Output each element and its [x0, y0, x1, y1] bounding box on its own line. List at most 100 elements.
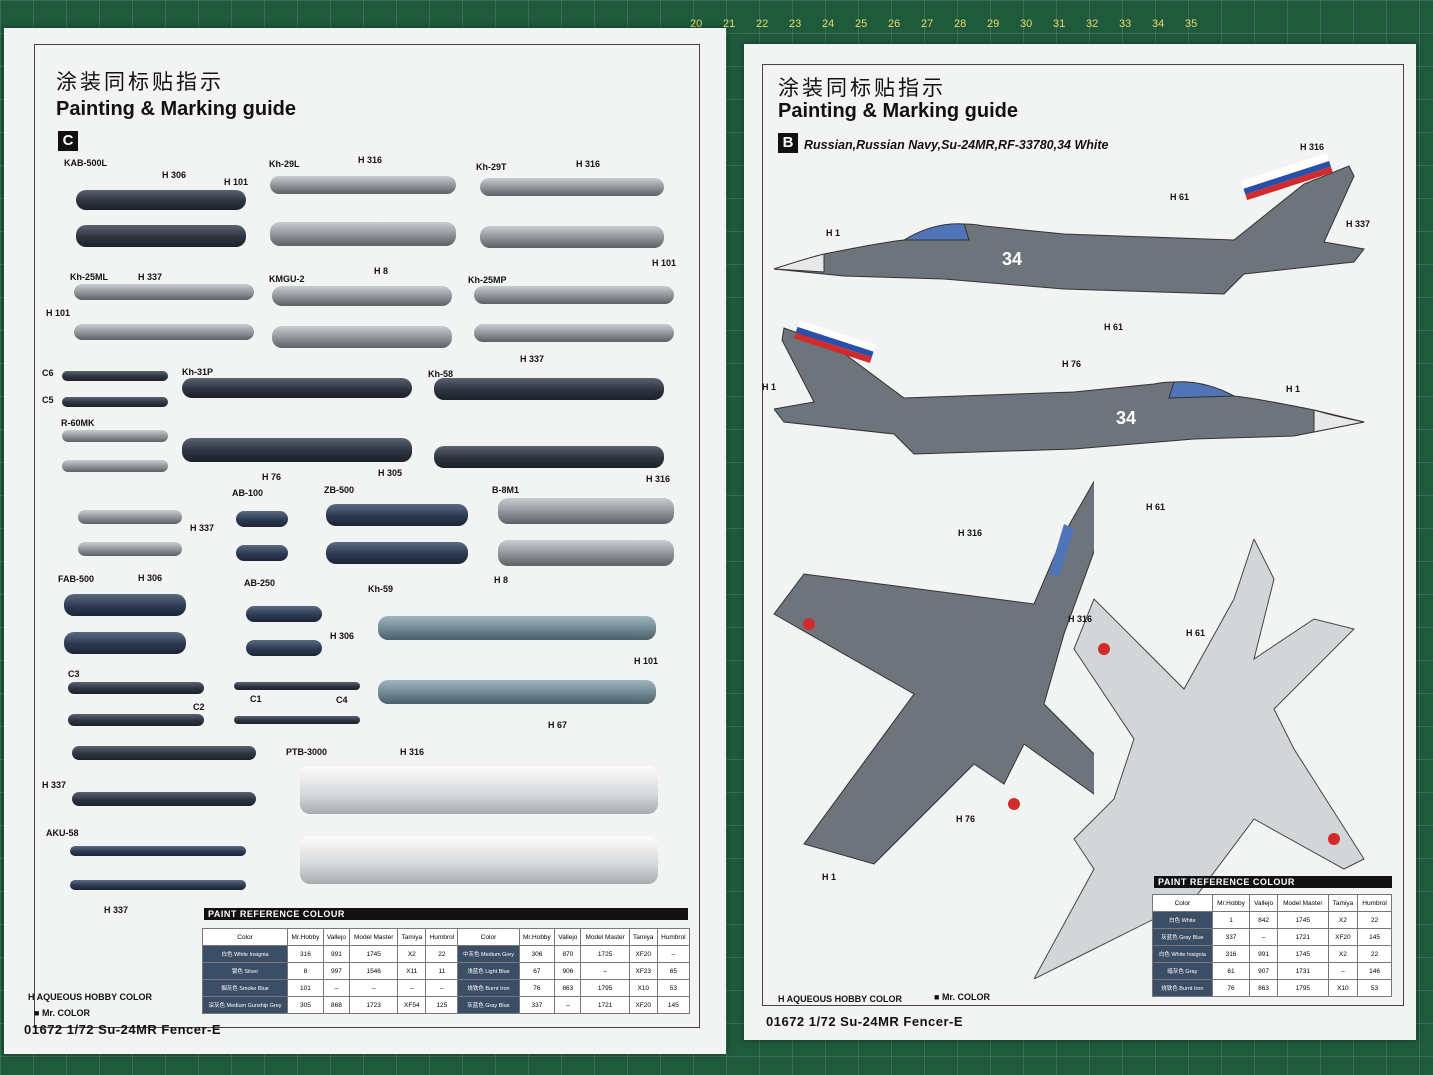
title-chinese: 涂装同标贴指示	[56, 70, 224, 94]
table-cell: 暗灰色 Gray	[1152, 962, 1213, 980]
section-badge: C	[58, 131, 78, 151]
table-cell: X10	[1327, 979, 1359, 997]
paint-code-callout: H 101	[634, 656, 659, 666]
table-cell: –	[554, 996, 582, 1014]
ruler-number: 32	[1086, 18, 1099, 30]
table-cell: 76	[518, 979, 556, 997]
weapon-label: C5	[42, 395, 54, 405]
weapon-illustration	[498, 498, 674, 524]
table-cell: 1795	[1276, 979, 1329, 997]
aircraft-top-view	[773, 480, 1094, 865]
paint-code-callout: H 101	[46, 308, 71, 318]
table-cell: 1	[1211, 911, 1251, 929]
weapon-label: R-60MK	[61, 418, 95, 428]
legend-mr-color-text: Mr. COLOR	[41, 1008, 90, 1018]
table-cell: 1745	[349, 945, 399, 963]
table-cell: 银色 Silver	[201, 962, 289, 980]
table-header: Model Master	[580, 928, 630, 946]
paint-code-callout: H 305	[378, 468, 403, 478]
weapon-label: Kh-25MP	[468, 275, 507, 285]
paint-code-callout: H 316	[1300, 142, 1325, 152]
table-cell: 76	[1211, 979, 1251, 997]
table-header: Model Master	[349, 928, 399, 946]
table-cell: 8	[287, 962, 324, 980]
ruler-number: 22	[756, 18, 769, 30]
table-header: Mr.Hobby	[518, 928, 556, 946]
ruler-number: 29	[987, 18, 1000, 30]
ruler-number: 31	[1053, 18, 1066, 30]
table-cell: 烧铁色 Burnt Iron	[1152, 979, 1213, 997]
ruler-number: 27	[921, 18, 934, 30]
weapon-illustration	[182, 438, 412, 462]
aircraft-number-upper: 34	[1002, 249, 1023, 269]
weapon-label: C3	[68, 669, 80, 679]
table-cell: 53	[1357, 979, 1392, 997]
table-cell: X10	[628, 979, 658, 997]
table-cell: 997	[322, 962, 351, 980]
paint-code-callout: H 337	[520, 354, 545, 364]
paint-code-callout: H 316	[400, 747, 425, 757]
weapon-illustration	[76, 225, 246, 247]
weapon-illustration	[326, 504, 468, 526]
table-cell: 白色 White	[1152, 911, 1213, 929]
right-instruction-sheet: 涂装同标贴指示 Painting & Marking guide B Russi…	[744, 44, 1416, 1040]
table-cell: 316	[287, 945, 324, 963]
paint-code-callout: H 8	[374, 266, 389, 276]
weapon-label: PTB-3000	[286, 747, 328, 757]
paint-code-callout: H 337	[1346, 219, 1371, 229]
weapon-illustration	[272, 326, 452, 348]
table-cell: –	[656, 945, 691, 963]
weapon-label: C6	[42, 368, 54, 378]
weapon-label: Kh-29L	[269, 159, 300, 169]
title-chinese: 涂装同标贴指示	[778, 76, 946, 100]
weapon-illustration	[62, 397, 168, 407]
table-cell: 22	[1357, 945, 1392, 963]
weapon-illustration	[70, 880, 246, 890]
paint-code-callout: H 76	[1062, 359, 1082, 369]
weapon-illustration	[64, 632, 186, 654]
table-cell: 306	[518, 945, 556, 963]
table-cell: 305	[287, 996, 324, 1014]
weapon-illustration	[236, 545, 288, 561]
weapon-illustration	[78, 510, 182, 524]
paint-code-callout: H 76	[956, 814, 976, 824]
ruler-number: 24	[822, 18, 835, 30]
table-cell: 灰蓝色 Gray Blue	[1152, 928, 1213, 946]
paint-code-callout: H 306	[138, 573, 163, 583]
weapon-label: FAB-500	[58, 574, 95, 584]
sheet-footer: 01672 1/72 Su-24MR Fencer-E	[24, 1022, 222, 1037]
table-header: Vallejo	[554, 928, 582, 946]
paint-code-callout: H 61	[1104, 322, 1124, 332]
weapon-illustration	[236, 511, 288, 527]
aircraft-bottom-view	[1034, 539, 1365, 979]
weapon-illustration	[300, 836, 658, 884]
table-cell: XF20	[628, 996, 658, 1014]
weapon-illustration	[62, 460, 168, 472]
table-cell: 1721	[1276, 928, 1329, 946]
table-cell: 深灰色 Medium Gunship Grey	[201, 996, 289, 1014]
paint-code-callout: H 316	[958, 528, 983, 538]
ruler-number: 28	[954, 18, 967, 30]
table-header: Color	[457, 928, 520, 946]
ruler-number: 26	[888, 18, 901, 30]
left-instruction-sheet: 涂装同标贴指示 Painting & Marking guide C KAB-5…	[4, 28, 726, 1054]
weapon-illustration	[246, 640, 322, 656]
table-cell: 991	[322, 945, 351, 963]
table-cell: 842	[1249, 911, 1278, 929]
paint-code-callout: H 306	[162, 170, 187, 180]
weapon-illustration	[72, 792, 256, 806]
table-cell: XF54	[397, 996, 427, 1014]
table-header: Humbrol	[1357, 894, 1392, 912]
weapon-illustration	[434, 446, 664, 468]
ruler-number: 33	[1119, 18, 1132, 30]
weapon-illustration	[62, 371, 168, 381]
table-header: Color	[1152, 894, 1213, 912]
legend-aqueous: H AQUEOUS HOBBY COLOR	[28, 992, 153, 1002]
legend-aqueous: H AQUEOUS HOBBY COLOR	[778, 994, 903, 1004]
table-cell: –	[397, 979, 427, 997]
table-cell: 1546	[349, 962, 399, 980]
paint-code-callout: H 337	[138, 272, 163, 282]
